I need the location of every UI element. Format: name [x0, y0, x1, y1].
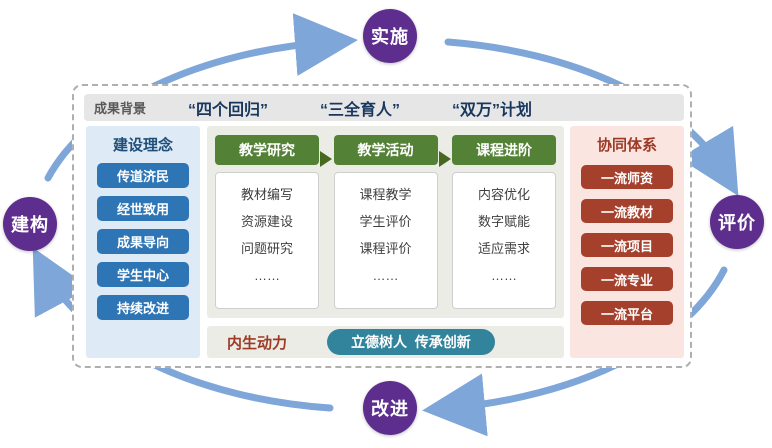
process-item: 课程评价	[359, 241, 412, 256]
left-panel-item: 学生中心	[97, 262, 189, 287]
right-panel-title: 协同体系	[596, 137, 657, 154]
process-item: ……	[491, 268, 517, 283]
process-column-research: 教学研究 教材编写 资源建设 问题研究 ……	[215, 135, 319, 309]
process-column-advance: 课程进阶 内容优化 数字赋能 适应需求 ……	[452, 135, 556, 309]
process-item: 数字赋能	[477, 214, 530, 229]
background-bar: 成果背景 “四个回归” “三全育人” “双万”计划	[84, 94, 684, 121]
process-item: 教材编写	[240, 187, 293, 202]
right-panel-item: 一流教材	[581, 199, 673, 223]
process-item: 资源建设	[240, 214, 293, 229]
process-panel: 教学研究 教材编写 资源建设 问题研究 …… 教学活动 课程教学 学生评价 课程…	[207, 126, 564, 318]
left-panel-item: 传道济民	[97, 163, 189, 188]
process-column-header: 教学活动	[333, 135, 438, 165]
bottom-bar-label: 内生动力	[227, 334, 288, 352]
cycle-node-evaluate: 评价	[710, 195, 764, 249]
process-column-header: 教学研究	[215, 135, 319, 165]
left-panel-title: 建设理念	[112, 137, 173, 154]
process-column-body: 内容优化 数字赋能 适应需求 ……	[452, 172, 556, 309]
right-panel-item: 一流师资	[581, 165, 673, 189]
cycle-node-improve: 改进	[363, 381, 417, 435]
right-panel: 协同体系 一流师资 一流教材 一流项目 一流专业 一流平台	[570, 126, 684, 358]
process-item: 学生评价	[359, 214, 412, 229]
process-column-header: 课程进阶	[452, 135, 556, 165]
background-phrase-1: “四个回归”	[188, 101, 269, 119]
left-panel-item: 持续改进	[97, 295, 189, 320]
right-panel-item: 一流平台	[581, 301, 673, 325]
left-panel-item: 成果导向	[97, 229, 189, 254]
right-arrow-icon	[438, 151, 451, 167]
process-item: 课程教学	[359, 187, 412, 202]
process-item: 问题研究	[240, 241, 293, 256]
process-column-body: 教材编写 资源建设 问题研究 ……	[215, 172, 319, 309]
process-item: ……	[254, 268, 280, 283]
background-bar-label: 成果背景	[94, 101, 147, 116]
right-panel-item: 一流专业	[581, 267, 673, 291]
main-frame: 成果背景 “四个回归” “三全育人” “双万”计划 建设理念 传道济民 经世致用…	[72, 84, 692, 368]
process-column-body: 课程教学 学生评价 课程评价 ……	[333, 172, 438, 309]
background-phrase-2: “三全育人”	[320, 101, 401, 119]
background-phrase-3: “双万”计划	[452, 101, 533, 119]
motto-pill: 立德树人 传承创新	[327, 329, 495, 355]
left-panel: 建设理念 传道济民 经世致用 成果导向 学生中心 持续改进	[86, 126, 200, 358]
left-panel-item: 经世致用	[97, 196, 189, 221]
process-item: ……	[372, 268, 399, 283]
bottom-bar: 内生动力 立德树人 传承创新	[207, 326, 564, 358]
right-arrow-icon	[320, 151, 333, 167]
cycle-node-implement: 实施	[363, 9, 417, 63]
right-panel-item: 一流项目	[581, 233, 673, 257]
process-item: 适应需求	[477, 241, 530, 256]
process-item: 内容优化	[477, 187, 530, 202]
cycle-node-construct: 建构	[3, 197, 57, 251]
process-column-activity: 教学活动 课程教学 学生评价 课程评价 ……	[333, 135, 438, 309]
